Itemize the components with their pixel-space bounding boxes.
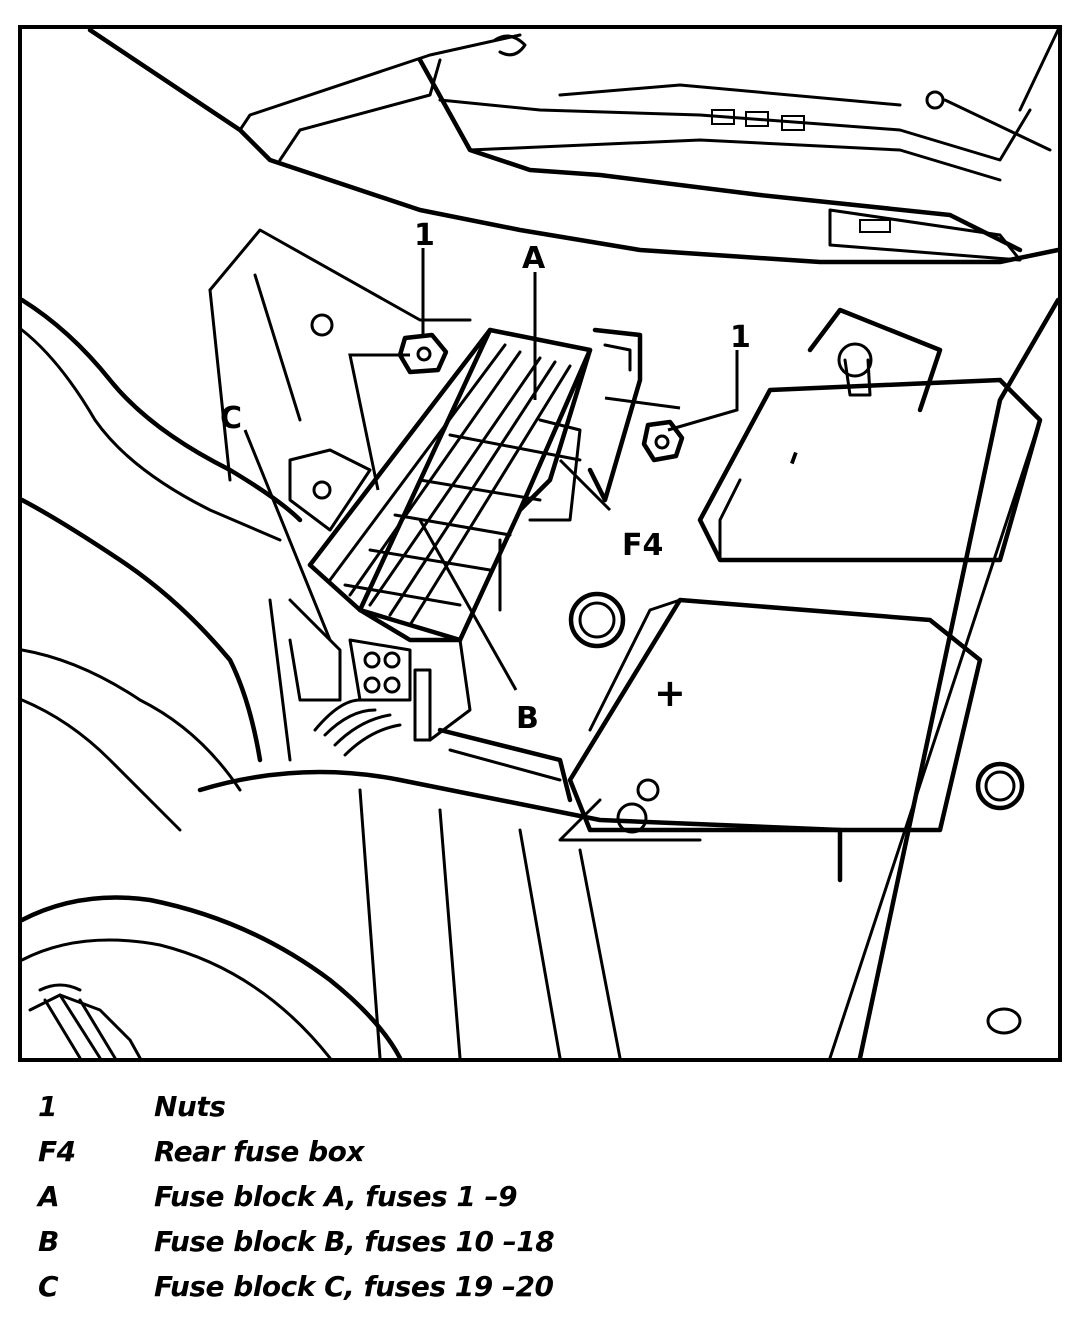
legend-key: 1 [38,1090,57,1123]
callout-block-a: A [522,241,546,276]
leader-lines [243,248,739,691]
battery [558,307,1043,842]
legend-row: B Fuse block B, fuses 10 –18 [38,1219,1038,1264]
legend-row: A Fuse block A, fuses 1 –9 [38,1174,1038,1219]
trunk-floor [19,297,1061,1061]
callout-block-c: C [220,401,242,436]
legend-key: F4 [38,1135,76,1168]
battery-plus-label: + [654,671,686,715]
legend-row: C Fuse block C, fuses 19 –20 [38,1264,1038,1309]
callout-nut-right: 1 [730,320,751,355]
legend-description: Fuse block A, fuses 1 –9 [154,1180,518,1213]
callout-fuse-box: F4 [622,528,663,563]
fuse-box-body [288,327,593,742]
trunk-left-panel [19,228,472,832]
legend-description: Fuse block B, fuses 10 –18 [154,1225,555,1258]
legend-description: Nuts [154,1090,226,1123]
legend-key: B [38,1225,59,1258]
legend: 1 Nuts F4 Rear fuse box A Fuse block A, … [38,1084,1038,1309]
trunk-upper-panel [87,27,1061,265]
wiring-harness [268,598,432,762]
callout-block-b: B [516,701,539,736]
legend-row: F4 Rear fuse box [38,1129,1038,1174]
nut-right [641,419,685,463]
legend-key: A [38,1180,60,1213]
legend-description: Fuse block C, fuses 19 –20 [154,1270,554,1303]
callout-nut-left: 1 [414,218,435,253]
legend-row: 1 Nuts [38,1084,1038,1129]
legend-description: Rear fuse box [154,1135,364,1168]
legend-key: C [38,1270,59,1303]
fuse-box-illustration: 1 A 1 C F4 B – + [18,25,1062,1062]
